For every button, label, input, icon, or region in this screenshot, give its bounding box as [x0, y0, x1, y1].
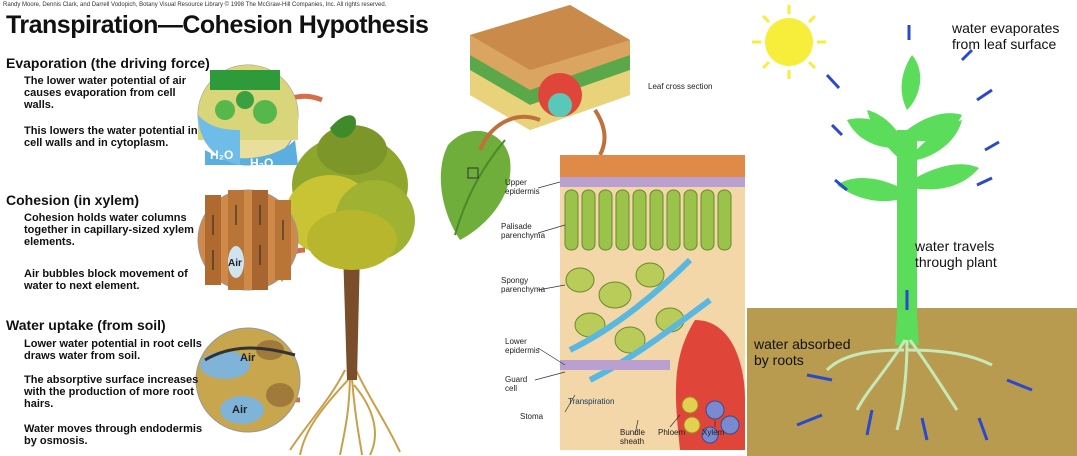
phloem-label: Phloem	[658, 428, 685, 437]
bundle-sheath-label: Bundle sheath	[620, 428, 652, 446]
uptake-text-3: Water moves through endodermis by osmosi…	[24, 423, 204, 447]
spongy-label: Spongy parenchyma	[501, 276, 541, 294]
transpiration-label: Transpiration	[568, 397, 614, 406]
evaporation-text-2: This lowers the water potential in cell …	[24, 125, 204, 149]
h2o-label: H₂O	[210, 148, 233, 162]
panel3-illustration	[747, 0, 1077, 456]
transpiration-cohesion-panel: Randy Moore, Dennis Clark, and Darrell V…	[0, 0, 430, 456]
tree-roots	[290, 370, 400, 455]
leaf-slab	[470, 5, 630, 130]
soil-circle	[196, 328, 300, 432]
cohesion-text-1: Cohesion holds water columns together in…	[24, 212, 204, 248]
uptake-text-2: The absorptive surface increases with th…	[24, 374, 204, 410]
cohesion-text-2: Air bubbles block movement of water to n…	[24, 268, 204, 292]
guard-cell-label: Guard cell	[505, 375, 533, 393]
absorbed-label: water absorbed by roots	[754, 336, 864, 368]
leaf-cross-section-label: Leaf cross section	[648, 82, 712, 91]
section-heading-uptake: Water uptake (from soil)	[6, 317, 166, 333]
section-heading-cohesion: Cohesion (in xylem)	[6, 192, 139, 208]
stoma-label: Stoma	[520, 412, 543, 421]
credit-line: Randy Moore, Dennis Clark, and Darrell V…	[3, 2, 386, 8]
plant-water-flow-panel: water evaporates from leaf surface water…	[747, 0, 1077, 456]
evaporation-text-1: The lower water potential of air causes …	[24, 75, 204, 111]
travels-label: water travels through plant	[915, 238, 1015, 270]
uptake-text-1: Lower water potential in root cells draw…	[24, 338, 204, 362]
section-heading-evaporation: Evaporation (the driving force)	[6, 55, 210, 71]
palisade-label: Palisade parenchyma	[501, 222, 541, 240]
leaf-cross-section-panel: Leaf cross section Upper epidermis Palis…	[430, 0, 747, 456]
air-label: Air	[240, 352, 255, 364]
arrow-to-detail	[595, 110, 605, 155]
sun-icon	[752, 5, 826, 79]
h2o-label: H₂O	[250, 156, 273, 170]
panel2-illustration	[430, 0, 747, 456]
panel-title: Transpiration—Cohesion Hypothesis	[6, 11, 428, 40]
evaporates-label: water evaporates from leaf surface	[952, 20, 1077, 52]
xylem-circle	[198, 190, 298, 290]
upper-epidermis-label: Upper epidermis	[505, 178, 537, 196]
air-bubble-label: Air	[228, 258, 242, 269]
xylem-label: Xylem	[702, 428, 724, 437]
air-label: Air	[232, 404, 247, 416]
lower-epidermis-label: Lower epidermis	[505, 337, 537, 355]
